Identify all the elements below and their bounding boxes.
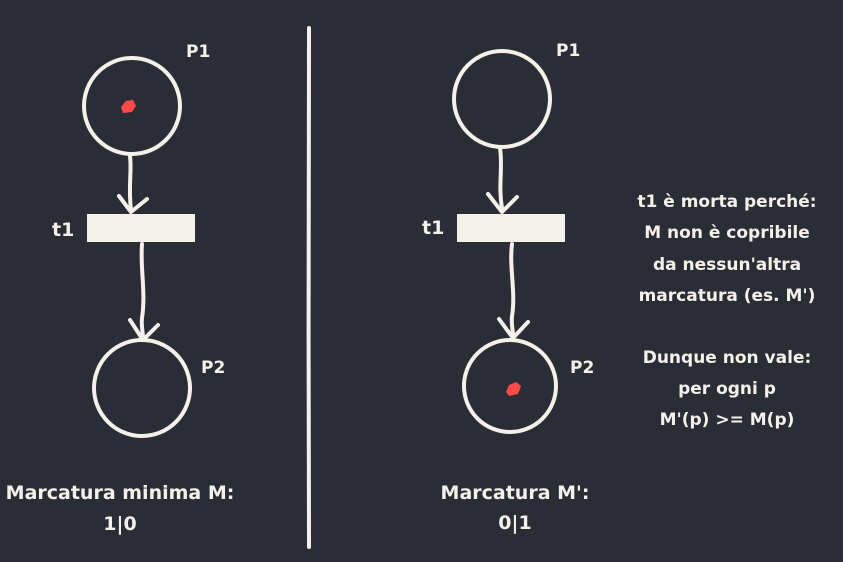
right-caption-line2: 0|1 — [498, 512, 531, 534]
left-arc-t1-p2 — [139, 242, 146, 340]
right-caption-line1: Marcatura M': — [441, 482, 590, 504]
explanation-line1: t1 è morta perché: — [637, 192, 816, 212]
left-caption-line2: 1|0 — [103, 513, 136, 535]
explanation-line3: da nessun'altra — [653, 255, 801, 275]
left-petri-net: P1 t1 P2 Marcatura minima M: 1|0 — [6, 42, 235, 535]
right-arc-t1-p2 — [509, 242, 516, 338]
explanation-line2: M non è copribile — [644, 223, 810, 243]
right-arc-p1-t1 — [498, 146, 504, 210]
left-transition-t1-label: t1 — [52, 219, 74, 241]
left-place-p1 — [82, 56, 182, 156]
left-place-p2 — [92, 338, 192, 438]
left-place-p2-label: P2 — [201, 358, 225, 378]
explanation-line4: marcatura (es. M') — [639, 286, 816, 306]
right-arrowhead-p2 — [497, 317, 530, 340]
left-arc-p1-t1 — [127, 154, 133, 212]
left-caption-line1: Marcatura minima M: — [6, 482, 235, 504]
left-token-p1 — [121, 100, 136, 113]
right-place-p2-label: P2 — [570, 358, 594, 378]
right-transition-t1 — [457, 214, 565, 242]
explanation-line5: Dunque non vale: — [643, 348, 812, 368]
explanation-line6: per ogni p — [678, 379, 776, 399]
right-place-p1-label: P1 — [556, 41, 580, 61]
right-place-p2 — [462, 338, 558, 434]
left-arrowhead-t1 — [117, 194, 149, 214]
right-arrowhead-t1 — [486, 192, 519, 214]
explanation-text: t1 è morta perché: M non è copribile da … — [637, 192, 816, 430]
left-place-p1-label: P1 — [186, 42, 210, 62]
left-transition-t1 — [87, 214, 195, 242]
right-place-p1 — [452, 49, 552, 149]
right-petri-net: P1 t1 P2 Marcatura M': 0|1 — [422, 41, 594, 534]
explanation-line7: M'(p) >= M(p) — [660, 410, 795, 430]
right-transition-t1-label: t1 — [422, 217, 444, 239]
right-token-p2 — [506, 382, 521, 396]
